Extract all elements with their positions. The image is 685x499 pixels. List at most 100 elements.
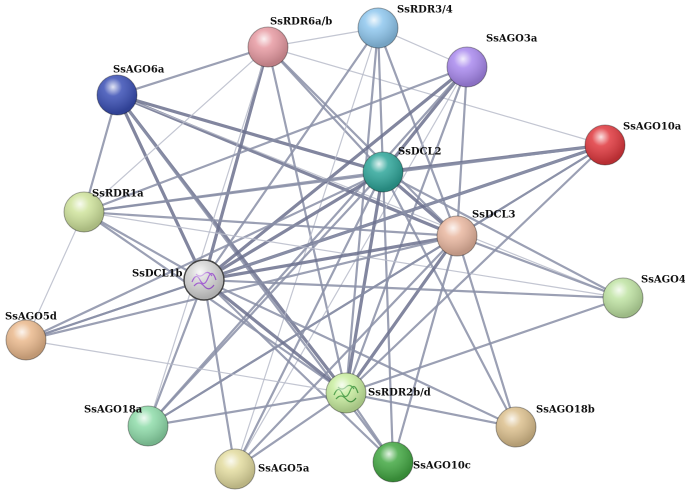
edge-AGO3a-AGO5a (234, 66, 468, 470)
node-label: SsDCL3 (472, 210, 516, 221)
node-label: SsDCL1b (132, 269, 182, 280)
node-AGO5a[interactable]: SsAGO5a (214, 448, 310, 490)
node-gloss (184, 260, 224, 300)
edge-RDR34-DCL1b (202, 26, 380, 282)
edge-RDR2bd-AGO5d (25, 339, 347, 394)
node-gloss (128, 406, 168, 446)
edge-AGO3a-DCL1b (202, 65, 469, 282)
edge-DCL3-AGO4 (455, 234, 625, 300)
edge-DCL2-AGO4 (381, 170, 625, 300)
node-label: SsAGO18b (536, 405, 595, 416)
node-DCL1b[interactable]: SsDCL1b (132, 259, 225, 301)
edge-AGO6a-RDR6ab (115, 45, 270, 97)
node-RDR6ab[interactable]: SsRDR6a/b (247, 17, 332, 68)
edge-RDR2bd-AGO18b (344, 391, 518, 429)
edge-RDR2bd-AGO5a (233, 391, 348, 471)
edge-RDR6ab-RDR2bd (266, 45, 348, 395)
node-label: SsAGO4 (641, 275, 685, 286)
edge-DCL2-AGO18b (381, 170, 518, 429)
node-AGO18a[interactable]: SsAGO18a (84, 405, 169, 447)
node-gloss (215, 449, 255, 489)
node-label: SsRDR1a (92, 189, 144, 200)
node-gloss (603, 278, 643, 318)
node-gloss (326, 373, 366, 413)
edge-DCL1b-AGO18b (202, 278, 518, 429)
node-AGO10c[interactable]: SsAGO10c (372, 441, 471, 483)
edge-AGO3a-DCL2 (381, 65, 469, 174)
node-label: SsAGO10c (413, 461, 471, 472)
edge-DCL3-DCL1b (202, 234, 459, 282)
edge-AGO5d-RDR1a (25, 211, 85, 341)
node-gloss (248, 27, 288, 67)
edge-RDR6ab-DCL1b (202, 45, 270, 282)
node-layer: SsAGO6a SsRDR6a/b SsRDR3/4SsAGO3aSsAGO10aS… (5, 5, 685, 490)
node-label: SsDCL2 (398, 147, 442, 158)
edge-AGO3a-RDR2bd (344, 65, 469, 395)
edge-RDR6ab-RDR1a (83, 46, 269, 213)
edge-DCL3-AGO18b (455, 234, 518, 429)
edge-RDR2bd-AGO4 (344, 296, 625, 395)
edge-RDR6ab-AGO18a (147, 46, 269, 427)
node-gloss (363, 152, 403, 192)
edge-RDR1a-DCL3 (82, 210, 459, 238)
node-gloss (585, 125, 625, 165)
node-label: SsRDR6a/b (270, 17, 332, 28)
node-DCL2[interactable]: SsDCL2 (362, 147, 442, 193)
edge-RDR2bd-AGO18a (146, 391, 348, 428)
node-label: SsAGO6a (113, 65, 165, 76)
node-gloss (373, 442, 413, 482)
node-AGO4[interactable]: SsAGO4 (602, 275, 685, 319)
edge-DCL2-AGO5a (233, 170, 385, 471)
node-gloss (97, 75, 137, 115)
edge-AGO6a-DCL2 (115, 93, 385, 174)
node-AGO18b[interactable]: SsAGO18b (495, 405, 595, 448)
edge-DCL2-RDR1a (82, 170, 385, 214)
edge-DCL1b-AGO5a (202, 278, 237, 471)
edge-AGO3a-DCL3 (455, 65, 469, 238)
node-AGO5d[interactable]: SsAGO5d (5, 312, 57, 361)
node-label: SsAGO5d (5, 312, 57, 323)
node-gloss (447, 47, 487, 87)
edge-layer (24, 26, 625, 471)
edge-DCL3-AGO5d (24, 234, 459, 342)
edge-DCL3-AGO18a (146, 234, 459, 428)
node-RDR2bd[interactable]: SsRDR2b/d (325, 372, 431, 414)
edge-DCL1b-AGO5d (24, 278, 206, 342)
edge-AGO3a-RDR1a (82, 65, 469, 214)
node-label: SsRDR2b/d (368, 388, 431, 399)
node-label: SsAGO5a (258, 464, 310, 475)
node-gloss (358, 8, 398, 48)
edge-DCL2-RDR2bd (344, 170, 385, 395)
edge-DCL1b-AGO4 (202, 278, 625, 300)
edge-DCL3-AGO10c (391, 234, 459, 464)
edge-DCL2-AGO10c (381, 170, 395, 464)
edge-DCL3-AGO5a (233, 234, 459, 471)
edge-DCL3-RDR2bd (344, 234, 459, 395)
edge-RDR34-DCL3 (376, 26, 459, 238)
node-RDR34[interactable]: SsRDR3/4 (357, 5, 453, 49)
node-ring (183, 259, 225, 301)
edge-DCL1b-AGO18a (146, 278, 206, 428)
node-label: SsAGO18a (84, 405, 143, 416)
node-AGO3a[interactable]: SsAGO3a (446, 34, 538, 88)
edge-DCL1b-RDR2bd (202, 278, 348, 395)
node-label: SsAGO10a (623, 122, 682, 133)
edge-DCL1b-AGO10c (202, 278, 395, 464)
node-label: SsAGO3a (486, 34, 538, 45)
edge-AGO6a-RDR1a (82, 93, 119, 214)
node-AGO6a[interactable]: SsAGO6a (96, 65, 165, 116)
edge-DCL2-AGO5d (24, 170, 385, 342)
node-AGO10a[interactable]: SsAGO10a (584, 122, 682, 166)
node-gloss (437, 216, 477, 256)
node-label: SsRDR3/4 (397, 5, 453, 16)
edge-RDR6ab-AGO10a (267, 46, 606, 146)
node-gloss (64, 192, 104, 232)
node-RDR1a[interactable]: SsRDR1a (63, 189, 144, 233)
node-gloss (496, 407, 536, 447)
node-gloss (6, 320, 46, 360)
edge-AGO6a-DCL1b (115, 93, 206, 282)
edge-RDR34-RDR2bd (344, 26, 380, 395)
edge-RDR1a-RDR2bd (82, 210, 348, 395)
node-DCL3[interactable]: SsDCL3 (436, 210, 516, 257)
